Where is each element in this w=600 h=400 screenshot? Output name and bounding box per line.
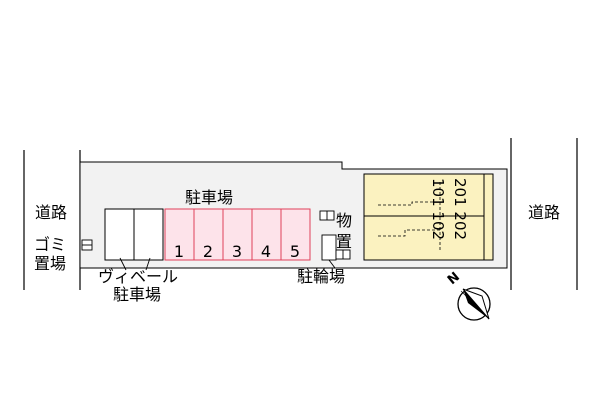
compass-needle-fill bbox=[463, 289, 489, 319]
north-compass-icon bbox=[457, 287, 491, 321]
garbage-label-line2: 置場 bbox=[34, 254, 66, 273]
visitor-leader-left bbox=[119, 257, 127, 271]
parking-number-1: 1 bbox=[174, 242, 184, 261]
road-label-left: 道路 bbox=[35, 203, 67, 222]
corridor-upper bbox=[378, 201, 440, 206]
parking-space-1 bbox=[164, 208, 195, 261]
parking-space-3 bbox=[222, 208, 253, 261]
parking-space-5 bbox=[280, 208, 311, 261]
corridor-lower bbox=[378, 229, 440, 237]
visitor-parking-label-line2: 駐車場 bbox=[113, 285, 161, 304]
room-number-upper: 201 202 bbox=[451, 178, 469, 240]
visitor-parking-space-1 bbox=[104, 208, 135, 261]
garbage-label-line1: ゴミ bbox=[34, 235, 66, 254]
bicycle-parking-area bbox=[321, 234, 337, 261]
parking-number-5: 5 bbox=[290, 242, 300, 261]
room-number-lower: 101 102 bbox=[429, 178, 447, 240]
building-balcony bbox=[483, 173, 494, 261]
parking-label: 駐車場 bbox=[185, 188, 233, 207]
bicycle-leader bbox=[328, 259, 336, 269]
parking-spaces bbox=[164, 208, 311, 261]
north-label: N bbox=[445, 270, 463, 288]
bicycle-parking-label: 駐輪場 bbox=[297, 267, 345, 286]
road-label-right: 道路 bbox=[528, 203, 560, 222]
apartment-building bbox=[363, 173, 494, 261]
visitor-leader-right bbox=[145, 257, 151, 271]
parking-space-4 bbox=[251, 208, 282, 261]
storage-label-char1: 物 bbox=[336, 211, 352, 230]
parking-number-3: 3 bbox=[232, 242, 242, 261]
building-unit-02 bbox=[363, 215, 485, 261]
parking-space-2 bbox=[193, 208, 224, 261]
parking-number-2: 2 bbox=[203, 242, 213, 261]
parking-number-4: 4 bbox=[261, 242, 271, 261]
visitor-parking-label-line1: ヴィベール bbox=[98, 267, 178, 286]
visitor-parking-space-2 bbox=[133, 208, 164, 261]
storage-label-char2: 置 bbox=[336, 232, 352, 251]
